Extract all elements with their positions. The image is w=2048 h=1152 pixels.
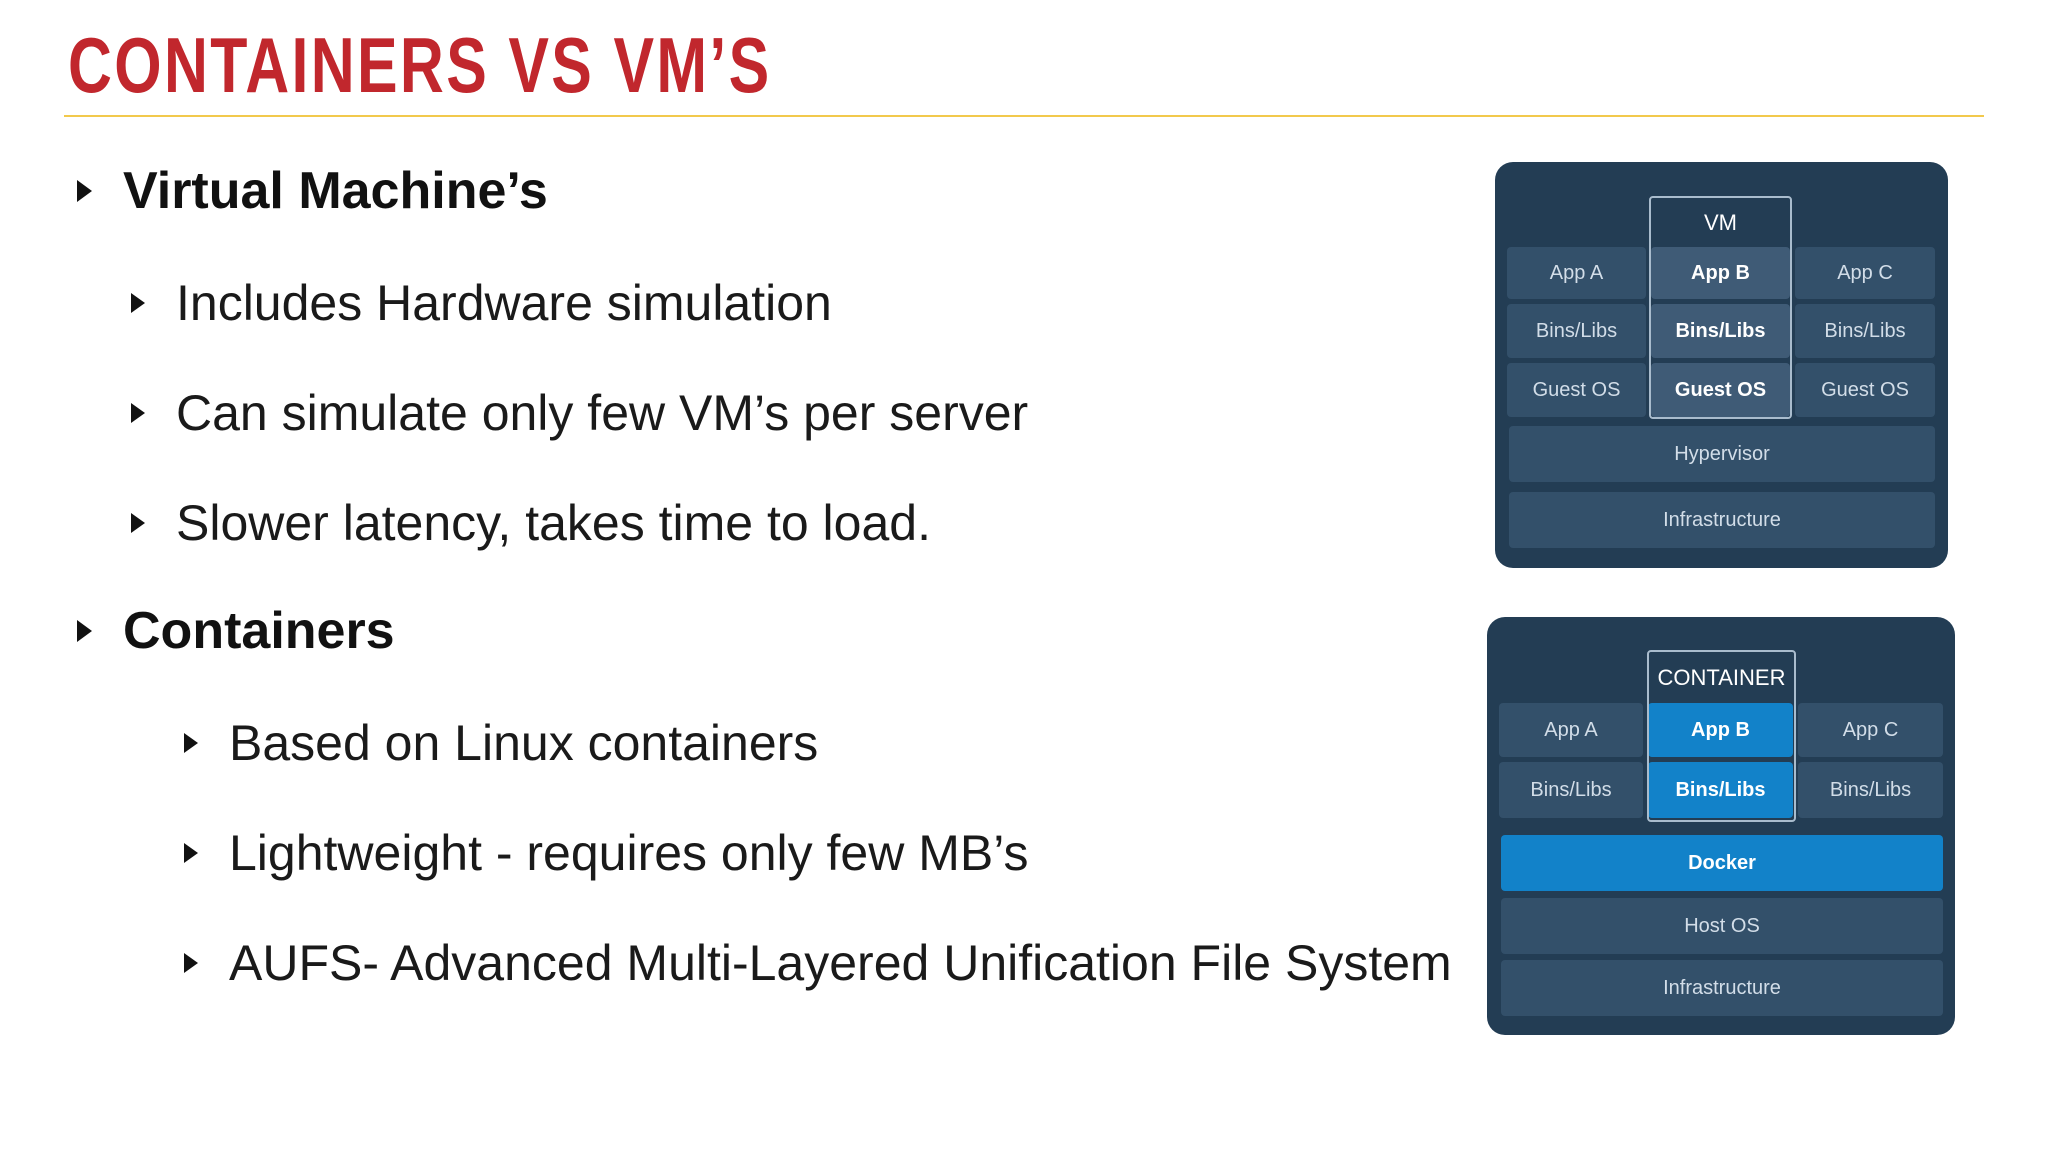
bullet-containers: Containers xyxy=(77,600,395,662)
container-diagram: App A App B App C Bins/Libs Bins/Libs Bi… xyxy=(1487,617,1955,1035)
bullet-text: Includes Hardware simulation xyxy=(176,275,832,331)
host-os-layer: Host OS xyxy=(1501,898,1943,954)
bullet-container-item: AUFS- Advanced Multi-Layered Unification… xyxy=(184,932,1452,994)
container-frame-label: CONTAINER xyxy=(1657,665,1786,690)
vm-infrastructure-layer: Infrastructure xyxy=(1509,492,1935,548)
container-app-a: App A xyxy=(1499,703,1643,757)
vm-guest-os-a: Guest OS xyxy=(1507,363,1646,417)
bullet-triangle-icon xyxy=(131,513,145,533)
bullet-vm-item: Can simulate only few VM’s per server xyxy=(131,382,1028,444)
vm-bins-libs-a: Bins/Libs xyxy=(1507,304,1646,358)
bullet-container-item: Lightweight - requires only few MB’s xyxy=(184,822,1028,884)
vm-app-b: App B xyxy=(1651,247,1790,299)
bullet-text: Virtual Machine’s xyxy=(123,162,548,220)
vm-bins-libs-c: Bins/Libs xyxy=(1795,304,1935,358)
bullet-triangle-icon xyxy=(184,953,198,973)
vm-app-a: App A xyxy=(1507,247,1646,299)
container-bins-libs-b: Bins/Libs xyxy=(1648,762,1793,818)
vm-bins-libs-b: Bins/Libs xyxy=(1651,304,1790,358)
bullet-triangle-icon xyxy=(184,733,198,753)
vm-frame-label: VM xyxy=(1704,210,1737,235)
bullet-triangle-icon xyxy=(131,403,145,423)
container-infrastructure-layer: Infrastructure xyxy=(1501,960,1943,1016)
container-bins-libs-a: Bins/Libs xyxy=(1499,762,1643,818)
container-bins-libs-c: Bins/Libs xyxy=(1798,762,1943,818)
container-frame: CONTAINER xyxy=(1647,650,1796,822)
slide-title: CONTAINERS VS VM’S xyxy=(68,21,772,109)
bullet-vm-item: Slower latency, takes time to load. xyxy=(131,492,931,554)
bullet-text: Can simulate only few VM’s per server xyxy=(176,385,1029,441)
bullet-vm-item: Includes Hardware simulation xyxy=(131,272,832,334)
bullet-triangle-icon xyxy=(131,293,145,313)
vm-diagram: App A App B App C Bins/Libs Bins/Libs Bi… xyxy=(1495,162,1948,568)
bullet-container-item: Based on Linux containers xyxy=(184,712,818,774)
bullet-virtual-machines: Virtual Machine’s xyxy=(77,160,548,222)
vm-guest-os-c: Guest OS xyxy=(1795,363,1935,417)
hypervisor-layer: Hypervisor xyxy=(1509,426,1935,482)
bullet-triangle-icon xyxy=(77,180,92,202)
vm-frame: VM xyxy=(1649,196,1792,419)
docker-layer: Docker xyxy=(1501,835,1943,891)
vm-app-c: App C xyxy=(1795,247,1935,299)
bullet-text: Based on Linux containers xyxy=(229,715,819,771)
container-app-c: App C xyxy=(1798,703,1943,757)
vm-guest-os-b: Guest OS xyxy=(1651,363,1790,417)
bullet-text: Containers xyxy=(123,602,395,660)
bullet-text: Slower latency, takes time to load. xyxy=(176,495,931,551)
bullet-triangle-icon xyxy=(77,620,92,642)
bullet-text: AUFS- Advanced Multi-Layered Unification… xyxy=(229,935,1452,991)
bullet-text: Lightweight - requires only few MB’s xyxy=(229,825,1029,881)
container-app-b: App B xyxy=(1648,703,1793,757)
bullet-triangle-icon xyxy=(184,843,198,863)
title-divider xyxy=(64,115,1984,117)
